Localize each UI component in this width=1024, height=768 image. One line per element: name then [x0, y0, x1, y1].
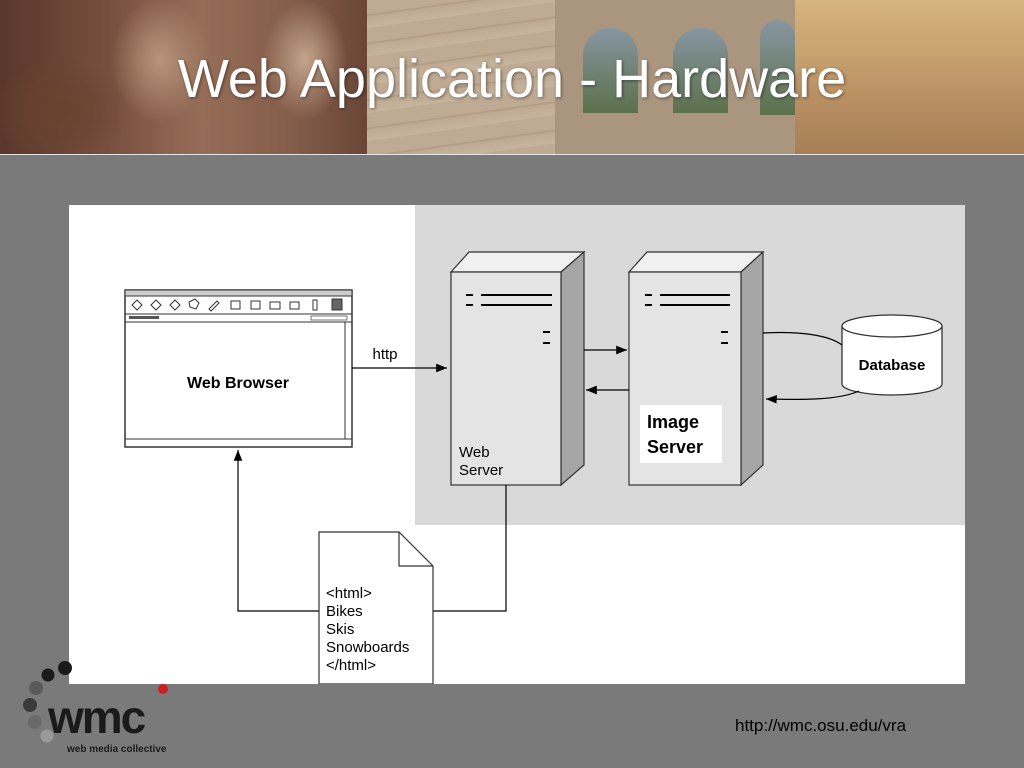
db-result-arrow — [765, 390, 860, 404]
database-cylinder: Database — [841, 314, 943, 396]
document-line: <html> — [326, 585, 372, 602]
logo-wordmark: wmc — [48, 691, 146, 743]
footer-url: http://wmc.osu.edu/vra — [735, 716, 907, 735]
hardware-diagram: Web Browser http Web Server — [69, 205, 965, 684]
image-server-tower: Image Server — [627, 250, 765, 487]
web-browser-window: Web Browser — [124, 289, 353, 448]
logo-subtitle: web media collective — [67, 744, 167, 755]
document-line: Bikes — [326, 603, 363, 620]
banner-photo-manuscript — [367, 0, 555, 155]
web-server-label-line2: Server — [459, 462, 503, 479]
browser-toolbar-icons — [131, 298, 343, 312]
http-label: http — [372, 346, 397, 363]
document-line: Skis — [326, 621, 354, 638]
header-banner — [0, 0, 1024, 155]
web-browser-label: Web Browser — [187, 375, 289, 392]
banner-photo-painting — [795, 0, 1024, 155]
document-line: Snowboards — [326, 639, 409, 656]
db-query-link — [762, 331, 843, 346]
wmc-logo — [23, 661, 168, 743]
return-path-server — [433, 485, 507, 612]
web-server-label-line1: Web — [459, 444, 490, 461]
slide-title: Web Application - Hardware — [177, 49, 847, 109]
database-label: Database — [859, 357, 926, 374]
image-server-label-line1: Image — [647, 412, 699, 432]
image-server-label-line2: Server — [647, 437, 703, 457]
html-document: <html> Bikes Skis Snowboards </html> — [318, 531, 434, 684]
document-line: </html> — [326, 657, 376, 674]
banner-photo-arches — [555, 0, 795, 155]
banner-photo-people — [0, 0, 367, 155]
return-path-browser — [233, 450, 319, 612]
web-server-tower: Web Server — [449, 250, 586, 487]
